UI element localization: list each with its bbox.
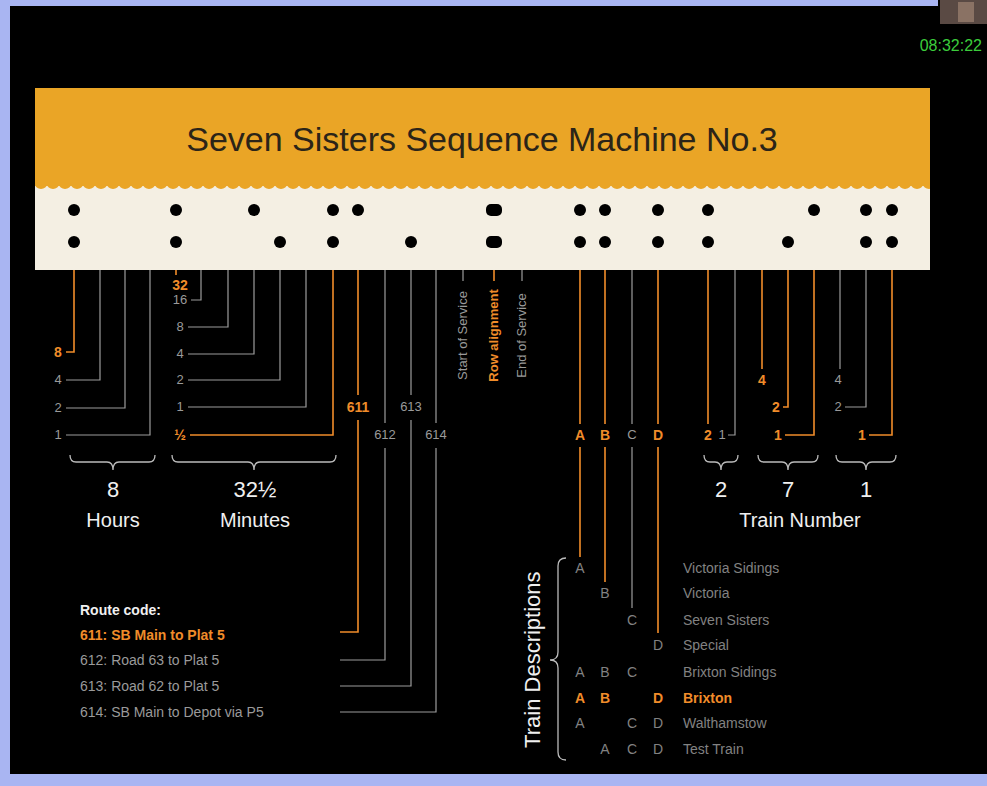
bit-value: 32 [172,277,188,293]
control-field: Start of Service [456,291,471,380]
bit-value: 1 [176,400,183,415]
title-band [35,88,930,188]
bit-value: 2 [834,400,841,415]
group-name: Hours [86,509,139,532]
description-bit: D [653,427,663,443]
description-name: Seven Sisters [683,612,769,628]
description-name: Walthamstow [683,715,767,731]
bit-value: 4 [54,373,61,388]
bit-value: 1 [858,427,866,443]
description-name: Test Train [683,741,744,757]
group-name: Train Number [739,509,861,532]
bit-value: 2 [704,427,712,443]
description-bit: C [627,428,636,443]
window-frame [0,0,10,786]
description-letter: D [653,715,663,731]
control-field: End of Service [515,293,530,378]
description-name: Brixton Sidings [683,664,776,680]
description-letter: A [575,664,584,680]
bit-value: 1 [718,428,725,443]
video-thumbnail [940,0,987,24]
bit-value: 4 [758,372,766,388]
description-letter: D [653,637,663,653]
route-heading: Route code: [80,602,161,618]
bit-value: 2 [176,373,183,388]
description-letter: A [600,741,609,757]
bit-value: 2 [54,401,61,416]
leader-lines [66,270,866,712]
window-frame [0,774,987,786]
bit-value: ½ [174,427,186,443]
route-code: 613: Road 62 to Plat 5 [80,678,219,694]
description-letter: B [600,690,610,706]
route-number: 614 [425,428,447,443]
bit-value: 8 [54,344,62,360]
description-letter: C [627,741,637,757]
route-number: 613 [400,400,422,415]
bit-value: 1 [54,428,61,443]
bit-value: 4 [176,347,183,362]
description-bit: A [575,427,585,443]
punched-holes [68,204,898,248]
description-letter: A [575,560,584,576]
group-braces [70,455,896,760]
control-field: Row alignment [487,289,502,381]
description-letter: B [600,585,609,601]
route-number: 611 [347,399,370,415]
description-name: Brixton [683,690,732,706]
group-value: 8 [107,477,119,502]
route-number: 612 [374,428,396,443]
group-value: 7 [782,477,794,502]
description-name: Victoria [683,585,729,601]
bit-value: 4 [834,373,841,388]
description-letter: D [653,741,663,757]
route-code: 614: SB Main to Depot via P5 [80,704,264,720]
description-letter: B [600,664,609,680]
machine-title: Seven Sisters Sequence Machine No.3 [186,120,778,159]
bit-value: 8 [176,320,183,335]
window-frame [0,0,938,6]
description-letter: C [627,664,637,680]
description-letter: A [575,690,585,706]
route-code: 612: Road 63 to Plat 5 [80,652,219,668]
description-bit: B [600,427,610,443]
punched-strip [35,186,930,270]
description-letter: A [575,715,584,731]
bit-value: 16 [173,293,187,308]
group-value: 32½ [234,477,277,502]
route-code: 611: SB Main to Plat 5 [80,627,225,643]
group-name: Minutes [220,509,290,532]
bit-value: 1 [774,427,782,443]
table-heading: Train Descriptions [519,572,544,748]
description-name: Special [683,637,729,653]
description-letter: D [653,690,663,706]
description-letter: C [627,715,637,731]
clock-time: 08:32:22 [920,37,982,55]
leader-lines-active [66,270,892,633]
group-value: 1 [860,477,872,502]
wavy-edge [35,184,930,192]
description-letter: C [627,612,637,628]
description-name: Victoria Sidings [683,560,779,576]
video-thumbnail [958,2,974,22]
group-value: 2 [715,477,727,502]
bit-value: 2 [772,399,780,415]
